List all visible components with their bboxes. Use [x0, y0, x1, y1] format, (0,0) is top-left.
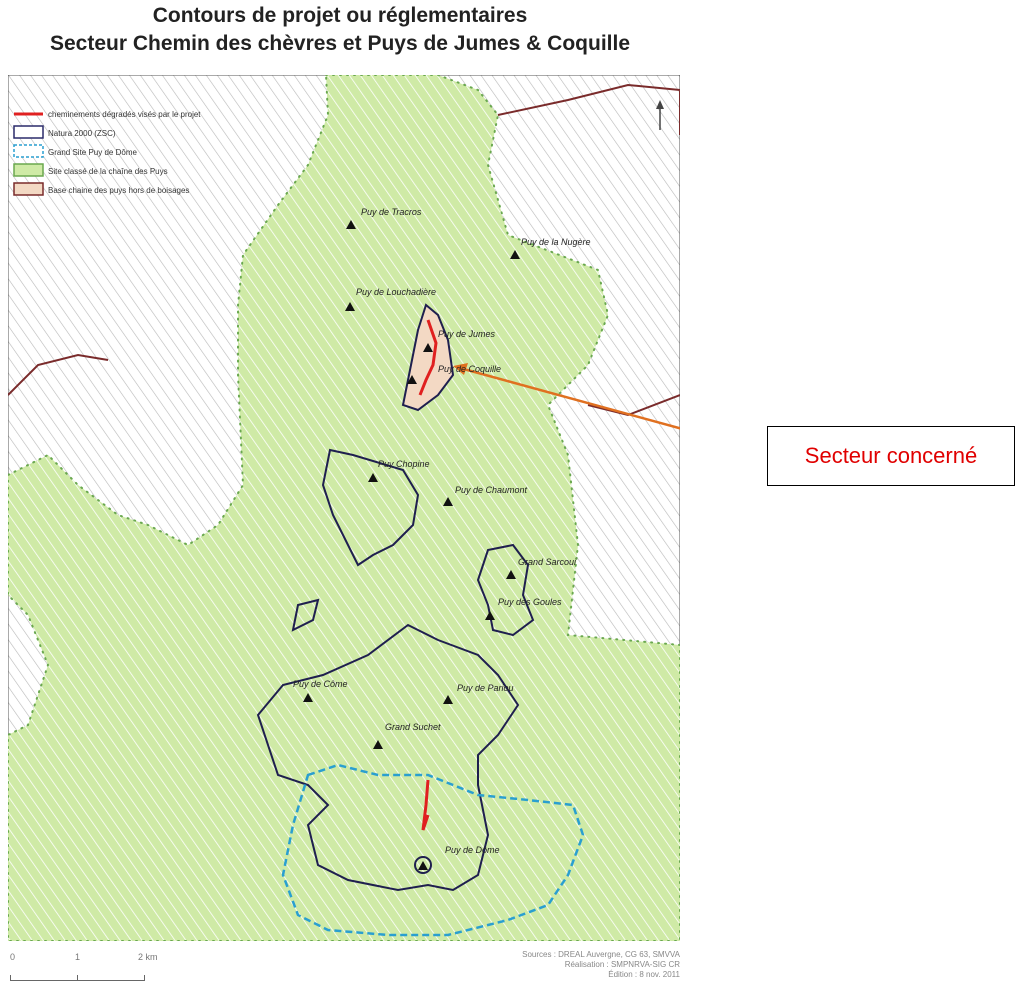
svg-text:Puy de Louchadière: Puy de Louchadière [356, 287, 436, 297]
puy-marker: Puy de la Nugère [510, 237, 591, 259]
svg-text:Grand Suchet: Grand Suchet [385, 722, 441, 732]
map-title-line2: Secteur Chemin des chèvres et Puys de Ju… [49, 32, 631, 55]
svg-text:Puy de Pariou: Puy de Pariou [457, 683, 514, 693]
legend-box-hors-boisage [13, 182, 44, 196]
credit-line: Sources : DREAL Auvergne, CG 63, SMVVA [522, 950, 680, 959]
svg-text:Puy de Côme: Puy de Côme [293, 679, 348, 689]
puy-marker: Puy de Côme [293, 679, 348, 702]
svg-text:Puy de Jumes: Puy de Jumes [438, 329, 496, 339]
svg-text:Puy de la Nugère: Puy de la Nugère [521, 237, 591, 247]
puy-marker: Puy de Coquille [407, 364, 501, 384]
natura-goules [476, 543, 535, 637]
legend-label: Grand Site Puy de Dôme [48, 148, 137, 157]
legend-label: cheminements dégradés visés par le proje… [48, 110, 201, 119]
map-canvas: cheminements dégradés visés par le proje… [8, 75, 680, 941]
puy-marker: Puy de Chaumont [443, 485, 528, 506]
degraded-path-jumes [418, 319, 438, 396]
natura-pariou-come [256, 623, 520, 892]
natura-chopine [321, 448, 420, 567]
legend-label: Base chaine des puys hors de boisages [48, 186, 189, 195]
puy-marker: Puy de Jumes [423, 329, 496, 352]
north-arrow [656, 100, 664, 130]
legend: cheminements dégradés visés par le proje… [13, 110, 201, 196]
brown-area-left [8, 353, 109, 396]
legend-box-site-classe [13, 163, 44, 177]
puy-marker: Puy de Pariou [443, 683, 514, 704]
svg-text:Grand Sarcoui: Grand Sarcoui [518, 557, 577, 567]
credits: Sources : DREAL Auvergne, CG 63, SMVVA R… [522, 950, 680, 980]
puy-marker: Puy de Dôme [418, 845, 500, 870]
puy-marker: Puy de Louchadière [345, 287, 436, 311]
callout-arrow-line [459, 366, 680, 430]
svg-text:Puy de Tracros: Puy de Tracros [361, 207, 422, 217]
puy-marker: Grand Suchet [373, 722, 441, 749]
scale-bar: 0 1 2 km [10, 952, 210, 992]
puy-marker: Puy des Goules [485, 597, 562, 620]
callout-label: Secteur concerné [804, 443, 978, 468]
puy-marker: Puy de Tracros [346, 207, 422, 229]
credit-line: Réalisation : SMPNRVA-SIG CR [564, 960, 680, 969]
scale-label: 0 [10, 952, 16, 962]
legend-box-grand-site [13, 144, 44, 158]
legend-label: Natura 2000 (ZSC) [48, 129, 116, 138]
puy-marker: Puy Chopine [368, 459, 430, 482]
puy-markers: Puy de Tracros Puy de la Nugère Puy de L… [293, 207, 591, 870]
legend-box-natura [13, 125, 44, 139]
credit-line: Édition : 8 nov. 2011 [608, 970, 680, 979]
legend-label: Site classé de la chaîne des Puys [48, 167, 168, 176]
callout-box: Secteur concerné [767, 426, 1015, 486]
callout-arrow-head [453, 363, 468, 375]
degraded-path-dome [421, 779, 430, 831]
svg-text:Puy de Coquille: Puy de Coquille [438, 364, 501, 374]
brown-area-top-right [497, 83, 680, 135]
site-classe-area [8, 75, 680, 941]
puy-marker: Grand Sarcoui [506, 557, 577, 579]
puy-de-dome-outline [414, 856, 432, 874]
svg-text:Puy de Chaumont: Puy de Chaumont [455, 485, 528, 495]
grand-site-boundary [281, 763, 585, 937]
svg-text:Puy de Dôme: Puy de Dôme [445, 845, 500, 855]
svg-text:Puy des Goules: Puy des Goules [498, 597, 562, 607]
svg-text:Puy Chopine: Puy Chopine [378, 459, 430, 469]
scale-label: 2 km [138, 952, 158, 962]
scale-label: 1 [75, 952, 81, 962]
map-title-line1: Contours de projet ou réglementaires [152, 4, 528, 27]
natura-small-left [291, 598, 320, 632]
